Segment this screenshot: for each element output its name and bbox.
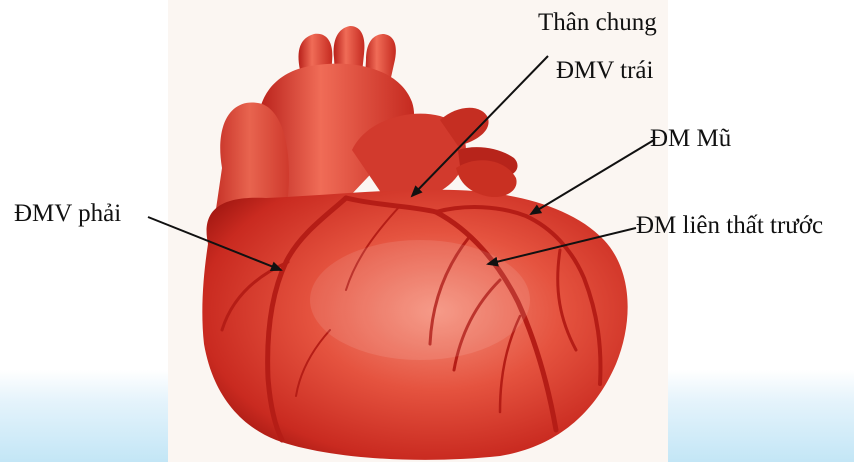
label-dm-mu: ĐM Mũ xyxy=(650,124,731,154)
label-than-chung: Thân chung xyxy=(538,8,657,38)
arrow-dm-mu xyxy=(531,140,654,214)
label-dmv-trai: ĐMV trái xyxy=(556,56,653,86)
label-dm-lien-that-truoc: ĐM liên thất trước xyxy=(636,211,854,241)
label-dmv-phai: ĐMV phải xyxy=(14,199,121,229)
surface-highlight xyxy=(310,240,530,360)
